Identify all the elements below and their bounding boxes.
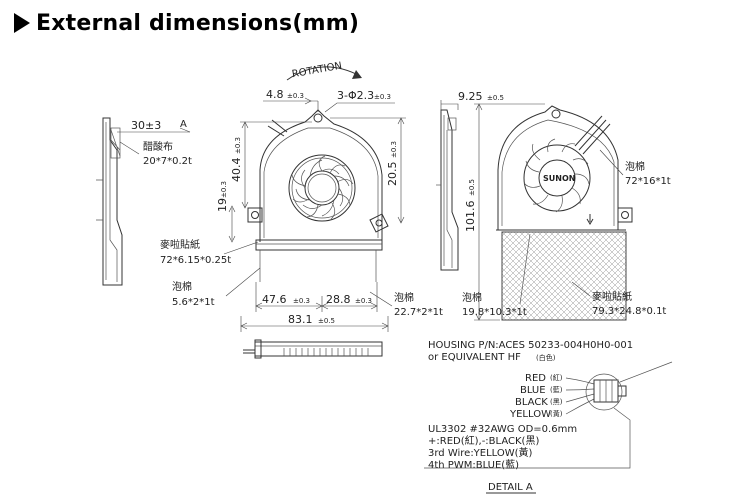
dim-9-25-callout: 9.25 ±0.5 [440, 90, 504, 112]
foam-left-label: 泡棉 [172, 280, 192, 293]
connector-wires [565, 377, 595, 415]
rear-view-callouts: 泡棉 72*16*1t 泡棉 19.8*10.3*1t 麥啦貼紙 79.3*24… [462, 149, 671, 318]
foam-right-bot-size: 19.8*10.3*1t [462, 307, 527, 318]
rear-view: SUNON [496, 105, 633, 321]
bottom-vent-slots [283, 348, 369, 356]
tol-28-8: ±0.3 [355, 297, 372, 305]
foam-mid-label: 泡棉 [394, 291, 414, 304]
bottom-view [243, 339, 383, 359]
spec-line-4: 4th PWM:BLUE(藍) [428, 458, 519, 471]
rotation-arrow: ROTATION [286, 61, 362, 81]
left-side-view [96, 117, 123, 286]
dim-19: 19 [216, 198, 229, 212]
wire-black: BLACK [515, 397, 548, 408]
rear-mount-hole-top [551, 109, 561, 119]
front-view-callouts: 麥啦貼紙 72*6.15*0.25t 泡棉 5.6*2*1t 泡棉 22.7*2… [160, 238, 443, 318]
dim-holes: 3-Φ2.3 [337, 89, 374, 102]
housing-part-number: HOUSING P/N:ACES 50233-004H0H0-001 [428, 340, 633, 351]
wire-black-cn: (黑) [550, 398, 563, 406]
housing-color-note: (白色) [536, 353, 556, 362]
dim-20-5: 20.5 [386, 162, 399, 187]
front-view [247, 109, 389, 282]
spec-line-2: +:RED(紅),-:BLACK(黑) [428, 435, 539, 447]
dim-28-8: 28.8 [326, 293, 351, 306]
mylar-sticker-area [501, 231, 627, 321]
rear-fan-blades [523, 138, 590, 213]
foam-mid-size: 22.7*2*1t [394, 307, 443, 318]
wire-yellow-cn: (黃) [550, 409, 563, 418]
section-heading: External dimensions(mm) [14, 6, 359, 40]
tol-47-6: ±0.3 [293, 297, 310, 305]
dim-9-25: 9.25 [458, 90, 483, 103]
tol-101-6: ±0.5 [468, 179, 476, 196]
tol-holes: ±0.3 [374, 93, 391, 101]
spec-line-1: UL3302 #32AWG OD=0.6mm [428, 424, 577, 435]
dim-30-callout: 30±3 A 醋酸布 20*7*0.2t [117, 119, 192, 167]
fan-rotor [288, 154, 356, 222]
wire-red-cn: (紅) [550, 373, 563, 382]
detail-a: HOUSING P/N:ACES 50233-004H0H0-001 or EQ… [424, 340, 673, 494]
right-side-view [436, 109, 459, 271]
point-a-label: A [180, 119, 187, 130]
dim-83-1: 83.1 [288, 313, 313, 326]
foam-right-bot-label: 泡棉 [462, 291, 482, 304]
tol-9-25: ±0.5 [487, 94, 504, 102]
mesh-cloth-size: 20*7*0.2t [143, 156, 192, 167]
detail-callout-circle [585, 373, 623, 411]
wire-blue: BLUE [520, 385, 546, 396]
detail-a-caption: DETAIL A [488, 482, 533, 493]
tol-20-5: ±0.3 [390, 141, 398, 158]
rotation-label: ROTATION [291, 61, 343, 81]
mylar-right-size: 79.3*24.8*0.1t [592, 306, 666, 317]
mount-hole-left [251, 211, 259, 219]
mesh-cloth-label: 醋酸布 [143, 140, 173, 153]
tol-19: ±0.3 [220, 181, 228, 198]
page-title: External dimensions(mm) [36, 10, 360, 36]
mylar-left-label: 麥啦貼紙 [160, 238, 200, 251]
tol-4-8: ±0.3 [287, 92, 304, 100]
dim-101-6: 101.6 [464, 201, 477, 233]
wire-blue-cn: (藍) [550, 385, 563, 394]
brand-label: SUNON [543, 174, 575, 183]
rear-mount-hole-right [621, 211, 629, 219]
foam-right-top-size: 72*16*1t [625, 176, 671, 187]
tol-40-4: ±0.3 [234, 137, 242, 154]
rear-view-dimensions: 101.6 ±0.5 [464, 103, 545, 321]
mylar-left-size: 72*6.15*0.25t [160, 255, 231, 266]
foam-left-size: 5.6*2*1t [172, 297, 215, 308]
mount-hole-right [375, 219, 383, 227]
dim-30: 30±3 [131, 119, 161, 132]
dim-4-8: 4.8 [266, 88, 284, 101]
fan-blades [291, 155, 354, 220]
mylar-right-label: 麥啦貼紙 [592, 290, 632, 303]
dim-47-6: 47.6 [262, 293, 287, 306]
tol-83-1: ±0.5 [318, 317, 335, 325]
mount-hole-top [313, 113, 323, 123]
housing-equivalent: or EQUIVALENT HF [428, 352, 521, 363]
spec-line-3: 3rd Wire:YELLOW(黃) [428, 446, 533, 459]
triangle-bullet-icon [14, 13, 30, 33]
dim-40-4: 40.4 [230, 158, 243, 183]
wire-red: RED [525, 373, 546, 384]
front-view-dimensions: 4.8 ±0.3 3-Φ2.3 ±0.3 40.4 ±0.3 19 ±0.3 2… [216, 88, 406, 332]
wire-yellow: YELLOW [509, 409, 551, 420]
foam-right-top-label: 泡棉 [625, 160, 645, 173]
